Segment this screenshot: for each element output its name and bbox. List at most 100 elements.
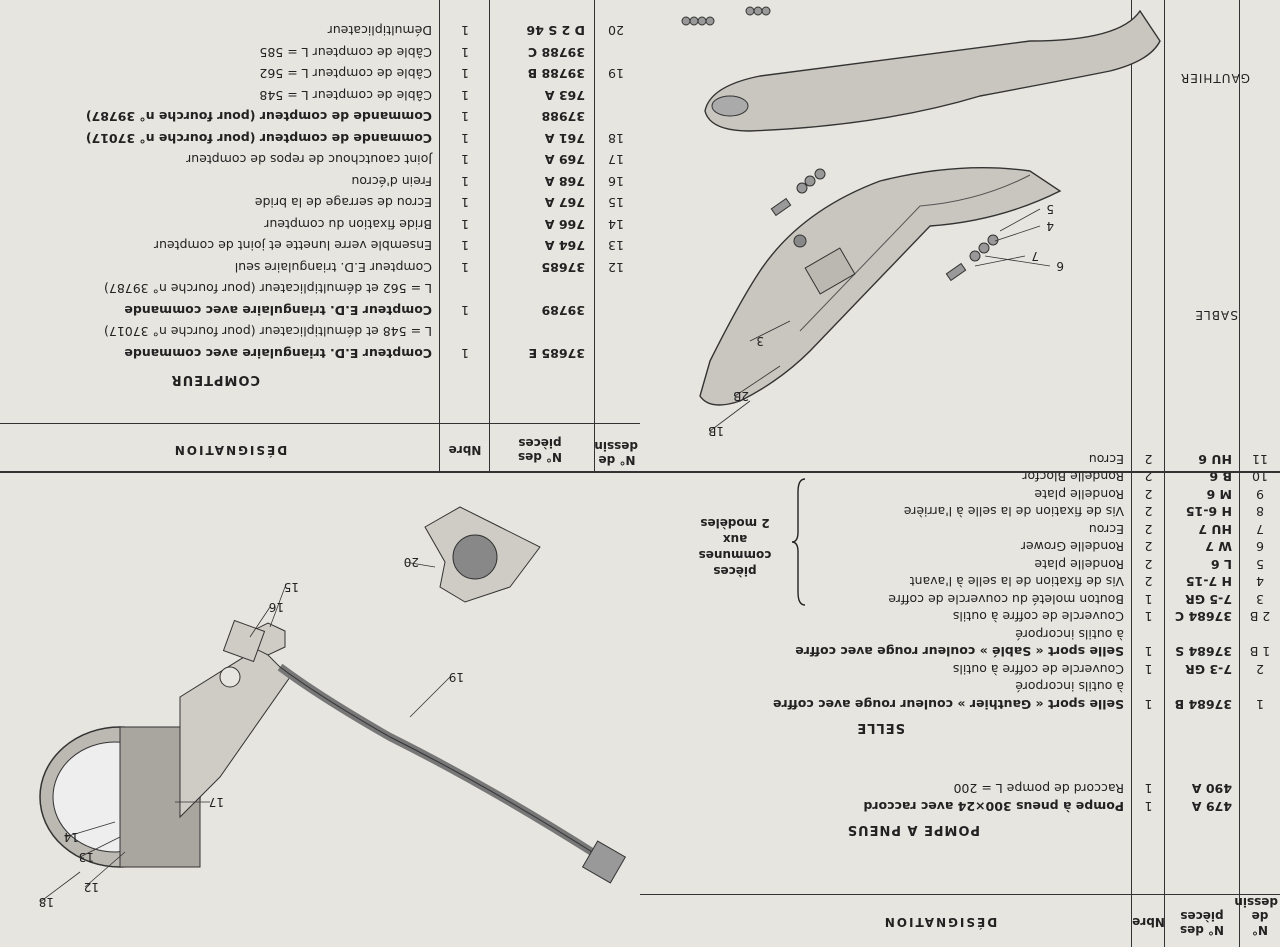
row-designation: Couvercle de coffre à outils [952,609,1124,625]
header-num-2: N° de dessin [594,439,638,467]
callout-number: 3 [756,334,764,348]
callout-leader [269,586,286,628]
row-designation: Commande de compteur (pour fourche n° 39… [85,109,432,125]
callout-number: 12 [84,880,99,894]
callout-leader [404,561,436,568]
row-quantity: 1 [461,346,469,361]
table-row: 17 769 A 1 Joint caoutchouc de repos de com… [0,152,640,169]
row-quantity: 1 [461,238,469,254]
row-quantity: 1 [461,260,469,275]
row-designation: Ecrou de serrage de la bride [254,195,432,211]
label-gauthier: GAUTHIER [1179,71,1250,85]
section-title-pompe: POMPE A PNEUS [846,822,980,837]
row-quantity: 2 [1144,557,1153,572]
row-drawing-number: 15 [608,195,624,211]
row-part-number: 37685 [541,260,586,275]
row-drawing-number: 12 [608,260,624,275]
brace-note-line: pièces [713,564,757,578]
row-quantity: 1 [1144,799,1153,814]
row-part-number: 39788 C [527,45,585,60]
row-quantity: 1 [461,152,469,168]
section-title-compteur: COMPTEUR [170,372,260,387]
row-designation: Rondelle plate [1034,487,1124,502]
callout-leader [734,365,781,397]
row-part-number: 763 A [544,88,585,103]
row-designation: Commande de compteur (pour fourche n° 37… [85,131,432,146]
row-part-number: 37684 B [1174,697,1232,712]
table-row: L = 548 et démultiplicateur (pour fourch… [0,324,640,341]
row-drawing-number: 16 [608,174,624,189]
row-designation: Compteur E.D. triangulaire avec commande [124,303,432,318]
row-designation: Compteur E.D. triangulaire seul [234,260,432,275]
callout-leader [64,821,116,838]
header-ref: N° des pièces [1179,909,1225,937]
nut-washer-drawing [222,619,286,663]
row-quantity: 1 [461,45,469,60]
row-drawing-number: 6 [1256,539,1264,555]
row-designation: Couvercle de coffre à outils [952,662,1124,677]
speedometer-drawing [39,726,201,868]
row-designation: Bride fixation du compteur [264,217,432,232]
callout-number: 6 [1056,259,1064,273]
callout-leader [409,676,451,718]
row-part-number: 7-5 GR [1185,592,1232,607]
row-part-number: 7-3 GR [1185,662,1232,677]
row-designation: Raccord de pompe L = 200 [953,781,1125,797]
bracket-drawing [179,646,291,819]
row-drawing-number: 19 [608,66,624,82]
row-part-number: 490 A [1191,781,1232,797]
row-drawing-number: 1 B [1249,644,1271,660]
header-designation-2: DÉSIGNATION [172,443,288,457]
callout-number: 19 [449,670,464,684]
row-quantity: 2 [1144,574,1153,590]
header-designation: DÉSIGNATION [882,915,998,929]
row-quantity: 1 [1144,644,1153,660]
gauthier-seat-drawing [704,9,1161,132]
cable-drawing [277,663,627,884]
row-quantity: 1 [461,66,469,82]
row-designation: Ensemble verre lunette et joint de compt… [153,238,432,254]
brace-note: pièces communes aux 2 modèles [680,515,790,579]
row-designation: Bouton moleté du couvercle de coffre [888,592,1124,607]
row-part-number: 37685 E [528,346,585,361]
row-designation: Joint caoutchouc de repos de compteur [186,152,432,168]
callout-number: 20 [404,555,419,569]
row-drawing-number: 17 [608,152,624,168]
row-drawing-number: 9 [1256,487,1264,502]
row-drawing-number: 11 [1252,452,1268,467]
row-quantity: 1 [461,303,469,318]
row-part-number: L 6 [1210,557,1232,572]
row-quantity: 2 [1144,539,1153,555]
callout-number: 7 [1031,249,1039,263]
row-part-number: 769 A [544,152,585,168]
row-part-number: 37684 S [1175,644,1232,660]
row-designation: Frein d'écrou [351,174,432,189]
row-drawing-number: 1 [1256,697,1264,712]
row-part-number: H 6-15 [1185,504,1232,520]
gauthier-hardware [681,6,771,26]
header-qty-2: Nbre [448,443,482,457]
table-row: à outils incorporé [640,679,1280,696]
row-part-number: M 6 [1206,487,1233,502]
row-designation: Câble de compteur L = 562 [259,66,432,82]
row-designation: Câble de compteur L = 548 [259,88,432,103]
callout-leader [999,208,1041,232]
section-title-selle: SELLE [856,720,905,735]
row-part-number: 37684 C [1174,609,1232,625]
row-drawing-number: 2 [1256,662,1264,677]
callout-number: 17 [209,795,224,809]
page-divider [0,471,1280,473]
left-column: N° de dessin N° des pièces Nbre DÉSIGNAT… [640,0,1280,947]
row-part-number: W 7 [1205,539,1232,555]
row-part-number: 39788 B [527,66,585,82]
